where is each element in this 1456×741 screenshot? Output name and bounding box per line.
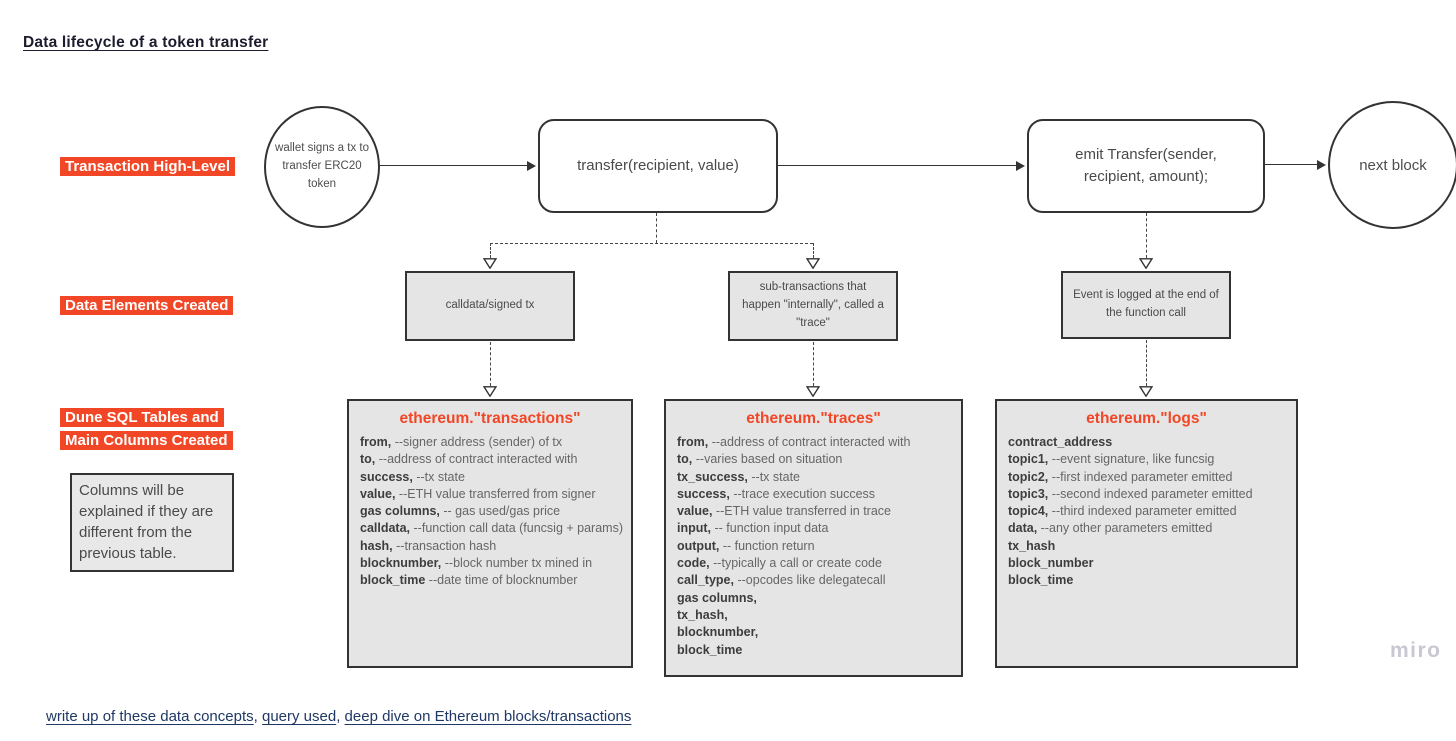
connector-dashed xyxy=(813,342,814,386)
footer-links: write up of these data concepts, query u… xyxy=(46,708,631,725)
table-rows: from, --signer address (sender) of tx to,… xyxy=(360,434,623,590)
node-next-block-circle[interactable]: next block xyxy=(1328,101,1456,229)
table-row: success, --tx state xyxy=(360,469,465,484)
connector-dashed xyxy=(490,243,813,244)
row-label-data-elements-created[interactable]: Data Elements Created xyxy=(60,294,260,317)
connector-dashed xyxy=(490,243,491,258)
node-label: sub-transactions that happen "internally… xyxy=(742,281,884,329)
table-row: value, --ETH value transferred in trace xyxy=(677,504,891,519)
node-label: calldata/signed tx xyxy=(445,299,535,312)
table-row: from, --signer address (sender) of tx xyxy=(360,435,563,449)
table-row: gas columns, -- gas used/gas price xyxy=(360,504,561,519)
table-row: value, --ETH value transferred from sign… xyxy=(360,486,596,501)
link-write-up[interactable]: write up of these data concepts xyxy=(46,708,254,725)
table-row: hash, --transaction hash xyxy=(360,538,497,553)
table-row: topic2, --first indexed parameter emitte… xyxy=(1008,469,1233,484)
page-title[interactable]: Data lifecycle of a token transfer xyxy=(23,34,269,51)
table-row: block_time xyxy=(677,642,743,657)
row-label-text: Data Elements Created xyxy=(60,296,234,315)
row-label-dune-sql-tables[interactable]: Dune SQL Tables and Main Columns Created xyxy=(60,406,246,452)
table-ethereum-traces[interactable]: ethereum."traces" from, --address of con… xyxy=(664,399,963,677)
arrow-down-open-icon xyxy=(806,258,820,269)
connector-dashed xyxy=(1146,340,1147,386)
node-label: next block xyxy=(1359,156,1427,174)
node-trace-box[interactable]: sub-transactions that happen "internally… xyxy=(728,271,898,341)
table-row: code, --typically a call or create code xyxy=(677,556,882,571)
table-row: block_number xyxy=(1008,556,1094,571)
miro-watermark: miro xyxy=(1390,639,1442,662)
connector-dashed xyxy=(1146,213,1147,258)
table-row: from, --address of contract interacted w… xyxy=(677,435,911,449)
table-row: blocknumber, --block number tx mined in xyxy=(360,556,593,571)
row-label-text: Dune SQL Tables and Main Columns Created xyxy=(60,408,233,450)
note-box-columns-explained[interactable]: Columns will be explained if they are di… xyxy=(70,473,234,572)
table-ethereum-logs[interactable]: ethereum."logs" contract_address topic1,… xyxy=(995,399,1298,668)
connector-solid-2 xyxy=(778,165,1017,166)
table-row: topic3, --second indexed parameter emitt… xyxy=(1008,486,1253,501)
arrow-right-icon xyxy=(1317,160,1326,170)
table-row: output, -- function return xyxy=(677,538,815,553)
table-row: call_type, --opcodes like delegatecall xyxy=(677,573,886,588)
arrow-down-open-icon xyxy=(1139,258,1153,269)
node-calldata-box[interactable]: calldata/signed tx xyxy=(405,271,575,341)
table-title: ethereum."traces" xyxy=(746,410,881,427)
connector-solid-3 xyxy=(1265,164,1318,165)
node-label: emit Transfer(sender, recipient, amount)… xyxy=(1075,146,1217,185)
table-title: ethereum."logs" xyxy=(1086,410,1207,427)
table-row: tx_success, --tx state xyxy=(677,469,800,484)
table-title: ethereum."transactions" xyxy=(399,410,581,427)
table-row: success, --trace execution success xyxy=(677,486,876,501)
table-row: tx_hash, xyxy=(677,607,728,622)
table-row: to, --address of contract interacted wit… xyxy=(360,452,578,467)
connector-dashed xyxy=(656,213,657,243)
arrow-down-open-icon xyxy=(483,258,497,269)
row-label-transaction-high-level[interactable]: Transaction High-Level xyxy=(60,155,260,178)
arrow-right-icon xyxy=(527,161,536,171)
link-query-used[interactable]: query used xyxy=(261,708,337,725)
connector-dashed xyxy=(490,342,491,386)
connector-dashed xyxy=(813,243,814,258)
table-rows: contract_address topic1, --event signatu… xyxy=(1008,434,1288,590)
node-emit-transfer-box[interactable]: emit Transfer(sender, recipient, amount)… xyxy=(1027,119,1265,213)
table-row: block_time xyxy=(1008,573,1074,588)
table-row: topic4, --third indexed parameter emitte… xyxy=(1008,504,1237,519)
table-row: topic1, --event signature, like funcsig xyxy=(1008,452,1215,467)
table-row: calldata, --function call data (funcsig … xyxy=(360,521,623,536)
table-row: input, -- function input data xyxy=(677,521,829,536)
arrow-down-open-icon xyxy=(806,386,820,397)
link-deep-dive[interactable]: deep dive on Ethereum blocks/transaction… xyxy=(344,708,632,725)
node-wallet-signs-circle[interactable]: wallet signs a tx to transfer ERC20 toke… xyxy=(264,106,380,228)
node-transfer-box[interactable]: transfer(recipient, value) xyxy=(538,119,778,213)
arrow-right-icon xyxy=(1016,161,1025,171)
table-row: contract_address xyxy=(1008,435,1113,449)
connector-solid-1 xyxy=(380,165,528,166)
node-label: wallet signs a tx to transfer ERC20 toke… xyxy=(275,142,369,190)
table-row: tx_hash xyxy=(1008,538,1056,553)
table-row: data, --any other parameters emitted xyxy=(1008,521,1213,536)
table-row: block_time --date time of blocknumber xyxy=(360,573,578,588)
table-rows: from, --address of contract interacted w… xyxy=(677,434,953,659)
row-label-text: Transaction High-Level xyxy=(60,157,236,176)
arrow-down-open-icon xyxy=(483,386,497,397)
node-event-logged-box[interactable]: Event is logged at the end of the functi… xyxy=(1061,271,1231,339)
table-row: to, --varies based on situation xyxy=(677,452,843,467)
arrow-down-open-icon xyxy=(1139,386,1153,397)
table-ethereum-transactions[interactable]: ethereum."transactions" from, --signer a… xyxy=(347,399,633,668)
node-label: Event is logged at the end of the functi… xyxy=(1073,289,1219,319)
link-separator: , xyxy=(336,708,345,725)
node-label: transfer(recipient, value) xyxy=(577,157,739,175)
table-row: gas columns, xyxy=(677,590,757,605)
link-separator: , xyxy=(253,708,262,725)
table-row: blocknumber, xyxy=(677,625,759,640)
